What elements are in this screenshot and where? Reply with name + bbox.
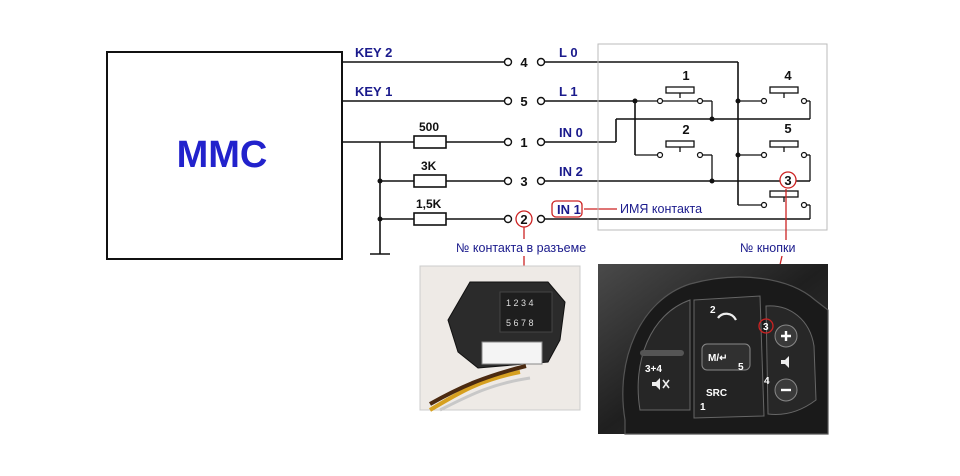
pin-5-label: 5 bbox=[520, 94, 527, 109]
line-in0-label: IN 0 bbox=[559, 125, 583, 140]
wheel-label-3-4: 3+4 bbox=[645, 364, 662, 375]
mmc-unit-box bbox=[106, 51, 343, 260]
wheel-label-5: 5 bbox=[738, 362, 744, 373]
button-3-switch bbox=[738, 190, 811, 219]
pin-4-label: 4 bbox=[520, 55, 528, 70]
junction-dot bbox=[735, 152, 741, 158]
switch-matrix-frame bbox=[597, 43, 828, 231]
resistor-3k bbox=[413, 174, 447, 188]
wheel-label-3: 3 bbox=[763, 322, 769, 333]
junction-dot bbox=[735, 98, 741, 104]
button-number-note: № кнопки bbox=[740, 241, 795, 255]
line-in1-highlight-box bbox=[551, 200, 583, 218]
wheel-label-mode: M/↵ bbox=[708, 353, 728, 364]
connector-top-row-label: 1 2 3 4 bbox=[506, 298, 534, 308]
button-5-label: 5 bbox=[784, 121, 791, 136]
resistor-3k-label: 3K bbox=[421, 159, 437, 173]
pin-2-label: 2 bbox=[520, 212, 527, 227]
button-5-switch bbox=[738, 140, 811, 181]
junction-dot bbox=[709, 116, 715, 122]
line-l0-label: L 0 bbox=[559, 45, 578, 60]
pin-3-label: 3 bbox=[520, 174, 527, 189]
mmc-label: MMC bbox=[177, 134, 268, 176]
button-3-label: 3 bbox=[784, 173, 791, 188]
wheel-label-src: SRC bbox=[706, 388, 727, 399]
line-l1-label: L 1 bbox=[559, 84, 578, 99]
resistor-500 bbox=[413, 135, 447, 149]
line-in1-label: IN 1 bbox=[557, 202, 581, 217]
wheel-label-4: 4 bbox=[764, 376, 770, 387]
button-3-highlight-circle bbox=[779, 171, 797, 189]
button-4-switch bbox=[738, 86, 811, 119]
contact-name-note: ИМЯ контакта bbox=[620, 202, 702, 216]
wheel-label-1: 1 bbox=[700, 402, 706, 413]
connector-pins bbox=[503, 57, 546, 224]
wheel-button-3-highlight bbox=[758, 318, 774, 334]
wheel-label-2: 2 bbox=[710, 305, 716, 316]
connector-bottom-row-label: 5 6 7 8 bbox=[506, 318, 534, 328]
steering-wheel-photo bbox=[598, 264, 829, 435]
button-2-label: 2 bbox=[682, 122, 689, 137]
button-4-label: 4 bbox=[784, 68, 792, 83]
junction-dot bbox=[632, 98, 638, 104]
key1-label: KEY 1 bbox=[355, 84, 392, 99]
pin-1-label: 1 bbox=[520, 135, 527, 150]
connector-photo bbox=[419, 265, 581, 412]
line-in2-label: IN 2 bbox=[559, 164, 583, 179]
resistor-1-5k-label: 1,5K bbox=[416, 197, 442, 211]
button-1-switch bbox=[635, 86, 713, 119]
button-1-label: 1 bbox=[682, 68, 689, 83]
key2-label: KEY 2 bbox=[355, 45, 392, 60]
junction-dot bbox=[709, 178, 715, 184]
resistor-1-5k bbox=[413, 212, 447, 226]
connector-pin-number-note: № контакта в разъеме bbox=[456, 241, 586, 255]
resistor-500-label: 500 bbox=[419, 120, 439, 134]
button-2-switch bbox=[635, 140, 713, 181]
